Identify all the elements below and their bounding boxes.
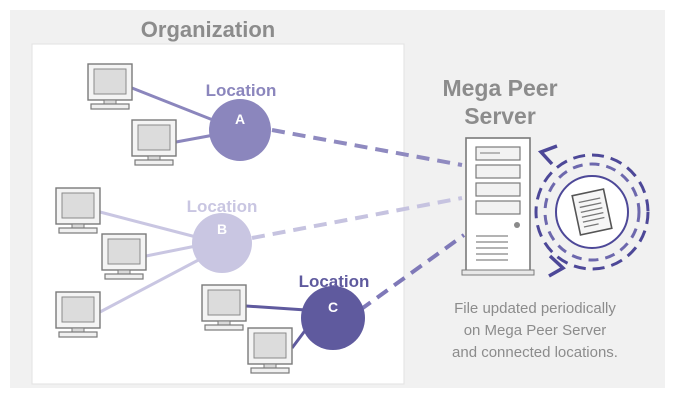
- server-tower-icon: [461, 137, 535, 276]
- location-a-letter: A: [235, 111, 245, 127]
- caption-line-1: File updated periodically: [454, 300, 616, 317]
- location-b-node: [192, 213, 252, 273]
- wire-b-1: [99, 210, 201, 240]
- server-title-line2: Server: [464, 103, 536, 129]
- location-b-letter: B: [217, 221, 227, 237]
- location-a-label: Location: [206, 81, 277, 100]
- location-c-node: [301, 286, 365, 350]
- wire-b-2: [145, 244, 197, 258]
- caption-line-3: and connected locations.: [452, 344, 618, 361]
- location-b-label: Location: [187, 197, 258, 216]
- wire-c-1: [245, 304, 307, 312]
- caption-line-2: on Mega Peer Server: [464, 322, 607, 339]
- server-title-line1: Mega Peer: [442, 75, 557, 101]
- location-c-label: Location: [299, 272, 370, 291]
- location-a-node: [209, 99, 271, 161]
- wire-a-1: [131, 86, 219, 124]
- organization-title: Organization: [141, 17, 275, 42]
- wire-a-2: [175, 133, 215, 144]
- wire-b-3: [99, 254, 207, 314]
- link-c-to-server: [358, 233, 466, 312]
- link-a-to-server: [271, 128, 463, 167]
- location-c-letter: C: [328, 299, 338, 315]
- document-icon: [571, 188, 613, 236]
- link-b-to-server: [251, 196, 463, 240]
